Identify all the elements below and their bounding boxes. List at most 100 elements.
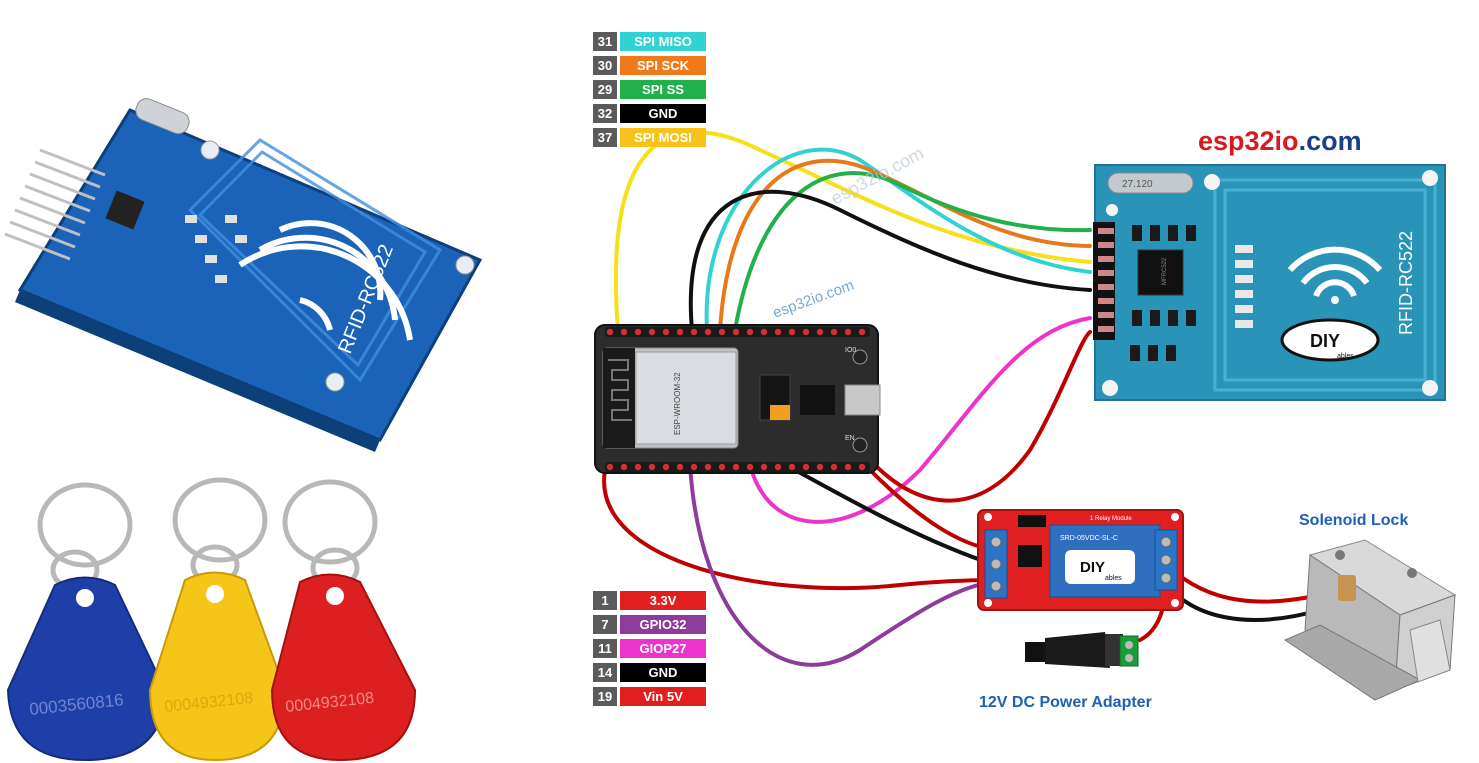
pin-label: SPI MOSI bbox=[620, 128, 706, 147]
dc-power-adapter bbox=[1025, 632, 1139, 668]
rfid-antenna-coil bbox=[187, 138, 443, 383]
pin-label: Vin 5V bbox=[620, 687, 706, 706]
rfid-signal-icon-large bbox=[1287, 246, 1383, 298]
dc-terminal-block bbox=[1119, 635, 1139, 667]
esp32-pin bbox=[704, 328, 712, 336]
esp32-pin bbox=[620, 463, 628, 471]
pin-label: GND bbox=[620, 104, 706, 123]
tag-yellow bbox=[148, 571, 287, 762]
rfid-pin bbox=[1098, 242, 1114, 248]
tag-red bbox=[270, 573, 417, 762]
wire-red-3v3 bbox=[602, 468, 997, 591]
rfid-module: 27.120 MFRC522 RFID bbox=[1093, 164, 1446, 401]
esp32-pin bbox=[690, 463, 698, 471]
esp32-pin bbox=[844, 463, 852, 471]
tag-ring bbox=[37, 477, 378, 591]
relay-diy-logo: DIY ables bbox=[1065, 550, 1135, 584]
pin-number: 7 bbox=[593, 615, 617, 634]
wire-green-ss bbox=[733, 171, 1092, 332]
pin-label: SPI SS bbox=[620, 80, 706, 99]
wire-black-gnd-rfid bbox=[688, 189, 1092, 332]
esp32-pin bbox=[676, 328, 684, 336]
rfid-chip-label: MFRC522 bbox=[1162, 257, 1168, 285]
rfid-pin-header bbox=[1093, 222, 1115, 340]
io0-label: IO0 bbox=[845, 347, 856, 354]
diy-logo-sub: ables bbox=[1337, 353, 1354, 360]
rfid-module-label: RFID-RC522 bbox=[1396, 231, 1416, 335]
esp32-pin bbox=[788, 328, 796, 336]
pin-label: 3.3V bbox=[620, 591, 706, 610]
esp32-pin bbox=[816, 463, 824, 471]
relay-diy-text: DIY bbox=[1080, 559, 1105, 576]
relay-module: SRD-05VDC-SL-C DIY ables 1 Relay Module bbox=[977, 509, 1184, 611]
pin-number: 1 bbox=[593, 591, 617, 610]
rfid-pin bbox=[1098, 270, 1114, 276]
esp32-pin bbox=[760, 463, 768, 471]
brand-logo: esp32io.com bbox=[1198, 126, 1362, 157]
pin-label: SPI SCK bbox=[620, 56, 706, 75]
rfid-pin bbox=[1098, 228, 1114, 234]
pin-number: 32 bbox=[593, 104, 617, 123]
wire-red-vin-relay bbox=[868, 468, 997, 552]
wire-red-vin-rfid bbox=[873, 330, 1092, 503]
pin-number: 19 bbox=[593, 687, 617, 706]
rfid-pin bbox=[1098, 312, 1114, 318]
rfid-signal-icon bbox=[238, 220, 413, 341]
rfid-crystal bbox=[1107, 172, 1194, 194]
pin-label: SPI MISO bbox=[620, 32, 706, 51]
esp32-pin bbox=[634, 328, 642, 336]
pin-number: 31 bbox=[593, 32, 617, 51]
wires bbox=[602, 130, 1322, 667]
esp32-pin bbox=[662, 463, 670, 471]
relay-diy-sub: ables bbox=[1105, 575, 1122, 582]
rfid-chip bbox=[1137, 249, 1184, 296]
rfid-pin bbox=[1098, 326, 1114, 332]
esp32-pin bbox=[788, 463, 796, 471]
esp32-board: ESP-WROOM-32 IO0 EN bbox=[594, 324, 881, 474]
relay-model: SRD-05VDC-SL-C bbox=[1060, 535, 1118, 542]
esp32-pin bbox=[606, 463, 614, 471]
esp32-module-label: ESP-WROOM-32 bbox=[673, 372, 682, 435]
pin-label: GPIO32 bbox=[620, 615, 706, 634]
esp32-pin bbox=[858, 328, 866, 336]
power-adapter-label: 12V DC Power Adapter bbox=[979, 694, 1152, 711]
pin-label: GIOP27 bbox=[620, 639, 706, 658]
esp32-pin bbox=[690, 328, 698, 336]
esp32-pin bbox=[746, 328, 754, 336]
watermark-mid: esp32io.com bbox=[771, 277, 857, 322]
esp32-pin bbox=[830, 328, 838, 336]
wire-yellow-mosi bbox=[613, 130, 1092, 332]
wire-orange-sck bbox=[718, 158, 1092, 332]
esp32-pin bbox=[648, 463, 656, 471]
esp32-pin bbox=[732, 463, 740, 471]
io0-button bbox=[852, 349, 868, 365]
esp32-pin bbox=[606, 328, 614, 336]
solenoid-lock-label: Solenoid Lock bbox=[1299, 512, 1409, 529]
diy-logo-text: DIY bbox=[1310, 331, 1340, 351]
esp32-pin bbox=[662, 328, 670, 336]
usb-port bbox=[844, 384, 881, 416]
esp32-pin bbox=[634, 463, 642, 471]
solenoid-lock bbox=[1283, 539, 1457, 701]
esp32-pin bbox=[760, 328, 768, 336]
esp32-pin bbox=[648, 328, 656, 336]
pin-number: 29 bbox=[593, 80, 617, 99]
rfid-pin bbox=[1098, 256, 1114, 262]
rfid-pin bbox=[1098, 298, 1114, 304]
brand-part2: .com bbox=[1298, 126, 1362, 156]
relay-title: 1 Relay Module bbox=[1090, 516, 1132, 522]
esp32-pin bbox=[676, 463, 684, 471]
rfid-module-photo: RFID-RC522 bbox=[4, 98, 483, 452]
wire-cyan-miso bbox=[704, 147, 1092, 332]
pin-number: 11 bbox=[593, 639, 617, 658]
esp32-pin bbox=[802, 328, 810, 336]
wire-purple-gpio bbox=[688, 463, 997, 667]
